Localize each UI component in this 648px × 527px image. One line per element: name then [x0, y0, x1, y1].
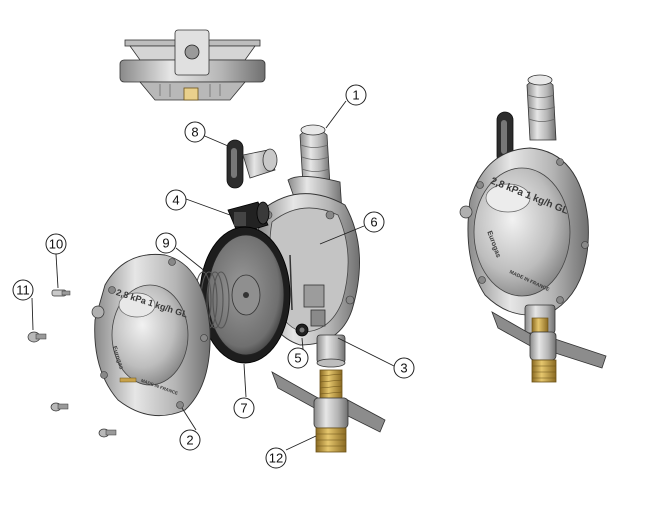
- part-12-connector: [271, 369, 386, 453]
- assembled-regulator: 2,8 kPa 1 kg/h GL Eurogas MADE IN FRANCE: [459, 74, 607, 383]
- loose-screw-b: [98, 428, 117, 438]
- callout-circle-9: [155, 232, 177, 254]
- part-3-outlet-neck: [316, 334, 346, 368]
- callout-circle-2: [179, 429, 201, 451]
- callout-circle-11: [12, 279, 34, 301]
- top-view-regulator: [119, 29, 266, 101]
- callout-circle-12: [265, 447, 287, 469]
- callout-circle-6: [363, 211, 385, 233]
- part-5-screw: [295, 323, 309, 337]
- callout-circle-5: [287, 347, 309, 369]
- part-8-lever: [226, 139, 278, 189]
- callout-label-4: 4: [172, 193, 179, 208]
- callout-label-5: 5: [294, 351, 301, 366]
- callout-label-6: 6: [370, 215, 377, 230]
- callout-label-10: 10: [49, 237, 63, 252]
- callout-label-3: 3: [400, 361, 407, 376]
- loose-screw-a: [50, 402, 69, 412]
- callout-label-1: 1: [352, 88, 359, 103]
- callout-circle-1: [345, 84, 367, 106]
- part-11-screw: [27, 331, 47, 343]
- callout-label-9: 9: [162, 236, 169, 251]
- part-10-screw: [51, 289, 71, 297]
- callout-circle-7: [233, 397, 255, 419]
- part-4-seal: [227, 201, 270, 235]
- callout-circle-10: [45, 233, 67, 255]
- callout-circle-4: [165, 189, 187, 211]
- callout-circle-8: [184, 121, 206, 143]
- part-2-cover: 2,8 kPa 1 kg/h GL Eurogas MADE IN FRANCE: [91, 253, 211, 417]
- callout-label-11: 11: [16, 283, 30, 298]
- callout-circle-3: [393, 357, 415, 379]
- callout-label-8: 8: [191, 125, 198, 140]
- callout-label-7: 7: [240, 401, 247, 416]
- callout-label-2: 2: [186, 433, 193, 448]
- part-7-diaphragm: [199, 226, 291, 364]
- callout-label-12: 12: [269, 451, 283, 466]
